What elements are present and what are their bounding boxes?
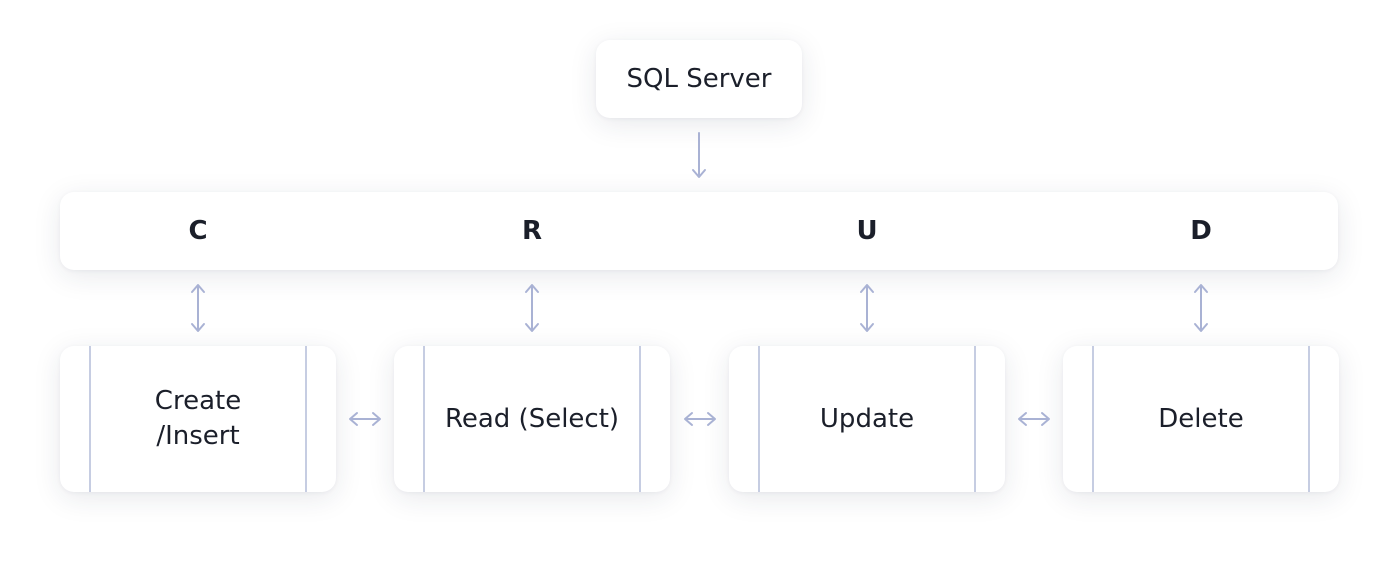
arrow-up-down-icon xyxy=(191,284,205,332)
operation-label-read: Read (Select) xyxy=(444,403,620,434)
arrow-left-right-icon xyxy=(1018,412,1050,426)
operation-label-update: Update xyxy=(819,403,915,434)
arrow-left-right-icon xyxy=(349,412,381,426)
arrow-left-right-icon xyxy=(684,412,716,426)
arrow-up-down-icon xyxy=(525,284,539,332)
sql-server-box: SQL Server xyxy=(596,40,802,118)
crud-letter-c: C xyxy=(188,216,208,246)
arrow-up-down-icon xyxy=(1194,284,1208,332)
crud-letter-r: R xyxy=(521,216,543,246)
operation-box-update: Update xyxy=(729,346,1005,492)
sql-server-label: SQL Server xyxy=(626,64,772,94)
crud-bar: C R U D xyxy=(60,192,1338,270)
crud-letter-d: D xyxy=(1190,216,1212,246)
divider-line xyxy=(89,346,91,492)
crud-letter-u: U xyxy=(856,216,878,246)
divider-line xyxy=(639,346,641,492)
divider-line xyxy=(974,346,976,492)
divider-line xyxy=(1092,346,1094,492)
operation-box-read: Read (Select) xyxy=(394,346,670,492)
arrow-up-down-icon xyxy=(860,284,874,332)
operation-label-create: Create /Insert xyxy=(154,386,242,451)
divider-line xyxy=(305,346,307,492)
operation-box-delete: Delete xyxy=(1063,346,1339,492)
divider-line xyxy=(1308,346,1310,492)
arrow-down-icon xyxy=(692,132,706,178)
operation-label-delete: Delete xyxy=(1158,403,1244,434)
divider-line xyxy=(758,346,760,492)
operation-box-create: Create /Insert xyxy=(60,346,336,492)
divider-line xyxy=(423,346,425,492)
